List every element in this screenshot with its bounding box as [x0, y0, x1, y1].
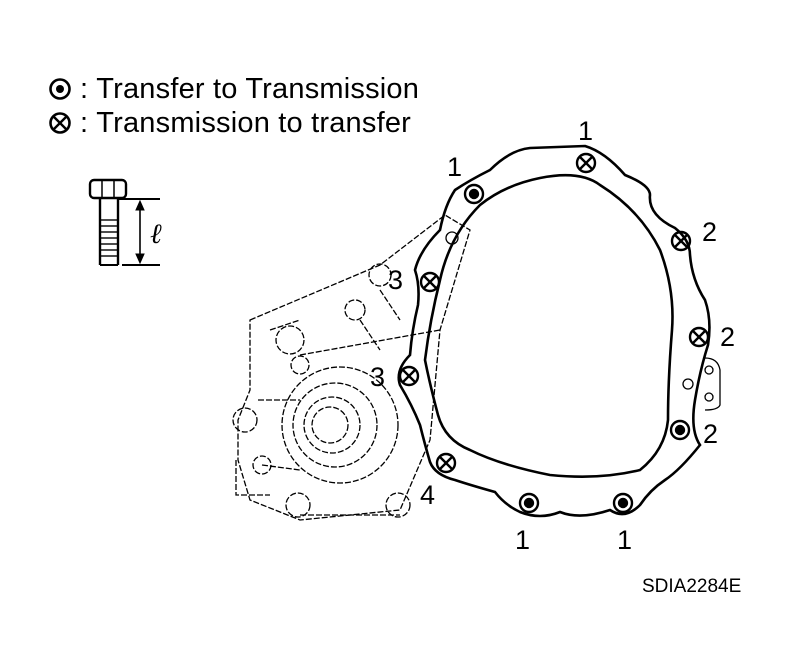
legend-item-transfer-to-transmission: : Transfer to Transmission	[48, 72, 419, 106]
cross-bolt-right-upper	[670, 230, 692, 252]
bolt-markers	[398, 152, 710, 514]
cross-bolt-left-middle	[398, 365, 420, 387]
dot-bolt-right-lower	[669, 419, 691, 441]
callout-left-middle: 3	[370, 362, 386, 392]
dot-bolt-bottom-2	[612, 492, 634, 514]
cross-bolt-left-upper	[419, 271, 441, 293]
dot-bolt-bottom-1	[518, 492, 540, 514]
side-bracket	[445, 231, 721, 411]
legend-separator: :	[80, 72, 89, 105]
callout-bottom-1: 1	[515, 525, 531, 555]
cross-bolt-top-center	[575, 152, 597, 174]
legend: : Transfer to Transmission : Transmissio…	[48, 72, 419, 140]
callout-bottom-2: 1	[617, 525, 633, 555]
cross-circle-icon	[49, 112, 71, 134]
transfer-gasket	[397, 144, 711, 518]
legend-separator: :	[80, 106, 89, 139]
bolt-length-label: ℓ	[150, 217, 162, 250]
dot-bolt-top-left	[463, 183, 485, 205]
callout-right-upper: 2	[702, 217, 718, 247]
cross-bolt-right-middle	[688, 326, 710, 348]
callout-right-lower: 2	[703, 419, 719, 449]
transmission-housing	[232, 214, 471, 521]
callout-right-middle: 2	[720, 322, 736, 352]
bolt-length-figure	[88, 178, 160, 266]
callout-left-upper: 3	[388, 265, 404, 295]
legend-item-transmission-to-transfer: : Transmission to transfer	[48, 106, 419, 140]
cross-bolt-bottom-left	[435, 452, 457, 474]
callout-top-center: 1	[578, 116, 594, 146]
figure-code: SDIA2284E	[642, 576, 742, 597]
dot-circle-icon	[49, 78, 71, 100]
callout-bottom-left: 4	[420, 480, 436, 510]
legend-label: Transmission to transfer	[96, 106, 412, 139]
callout-top-left: 1	[447, 152, 463, 182]
legend-label: Transfer to Transmission	[96, 72, 420, 105]
